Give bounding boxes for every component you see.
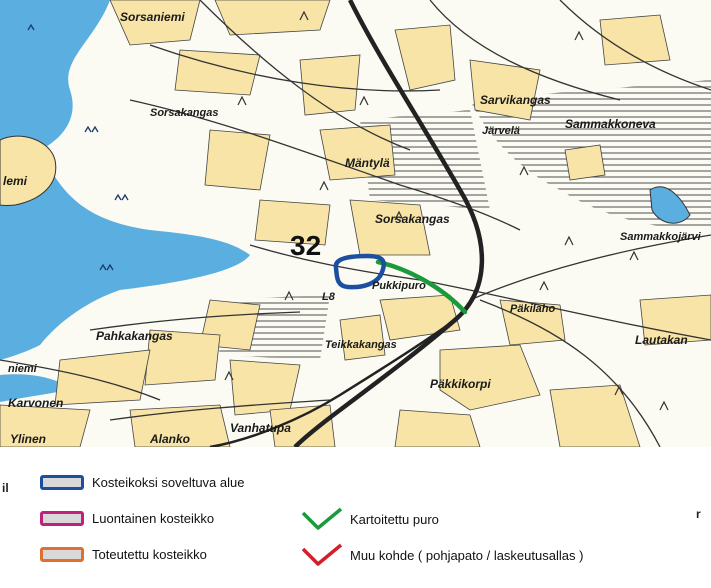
label-sorsakangas-nw: Sorsakangas [150,107,219,119]
label-pakkikorpi: Päkkikorpi [430,377,491,391]
surveyed-stream [375,259,468,315]
field-parcels [0,0,711,448]
main-road-branch [209,318,456,449]
suitable-wetland-outline [333,253,386,290]
suitable-wetland-swatch [40,475,84,490]
legend-item-natural-wetland: Luontainen kosteikko [40,511,214,526]
label-lautakangas: Lautakan [635,333,688,347]
label-vanhatupa: Vanhatupa [230,421,291,435]
legend-edge-right: r [696,507,701,521]
minor-roads [0,0,711,448]
implemented-wetland-swatch [40,547,84,562]
main-road [293,0,485,449]
label-sammakkojarvi: Sammakkojärvi [620,231,701,243]
label-karvonen: Karvonen [8,396,64,410]
legend-label-natural-wetland: Luontainen kosteikko [92,511,215,526]
legend-label-suitable-wetland: Kosteikoksi soveltuva alue [92,475,245,490]
label-niemi: niemi [8,363,37,375]
legend: il r Kosteikoksi soveltuva alue Luontain… [0,447,711,588]
legend-item-other-feature: Muu kohde ( pohjapato / laskeutusallas ) [300,543,583,567]
label-ylinen: Ylinen [10,432,47,446]
label-l8: L8 [322,291,335,303]
label-teikkakangas: Teikkakangas [325,339,397,351]
surveyed-stream-check-icon [301,507,343,530]
label-sorsaniemi: Sorsaniemi [120,10,185,24]
legend-item-suitable-wetland: Kosteikoksi soveltuva alue [40,475,244,490]
label-pukkipuro: Pukkipuro [372,280,426,292]
legend-label-surveyed-stream: Kartoitettu puro [350,511,439,527]
label-sorsakangas: Sorsakangas [375,212,450,226]
label-alanko: Alanko [150,432,191,446]
forest-symbols [224,10,669,411]
label-sarvikangas: Sarvikangas [480,93,551,107]
label-jarvela: Järvelä [482,125,520,137]
other-feature-check-icon [301,543,343,566]
label-pahkakangas: Pahkakangas [96,329,173,343]
label-mantyla: Mäntylä [345,156,390,170]
lake-water-lower [0,374,70,402]
legend-label-other-feature: Muu kohde ( pohjapato / laskeutusallas ) [350,547,584,563]
lake-water [0,0,250,360]
natural-wetland-swatch [40,511,84,526]
legend-item-implemented-wetland: Toteutettu kosteikko [40,547,207,562]
label-site-number: 32 [290,230,322,261]
legend-edge-left: il [2,481,9,495]
legend-item-surveyed-stream: Kartoitettu puro [300,507,439,531]
label-lemi: lemi [3,174,28,188]
water-symbols [27,23,129,271]
small-lake [649,186,691,224]
island [0,135,57,206]
label-sammakkoneva: Sammakkoneva [565,117,656,131]
label-pakilaho: Päkilaho [510,303,556,315]
legend-label-implemented-wetland: Toteutettu kosteikko [92,547,207,562]
